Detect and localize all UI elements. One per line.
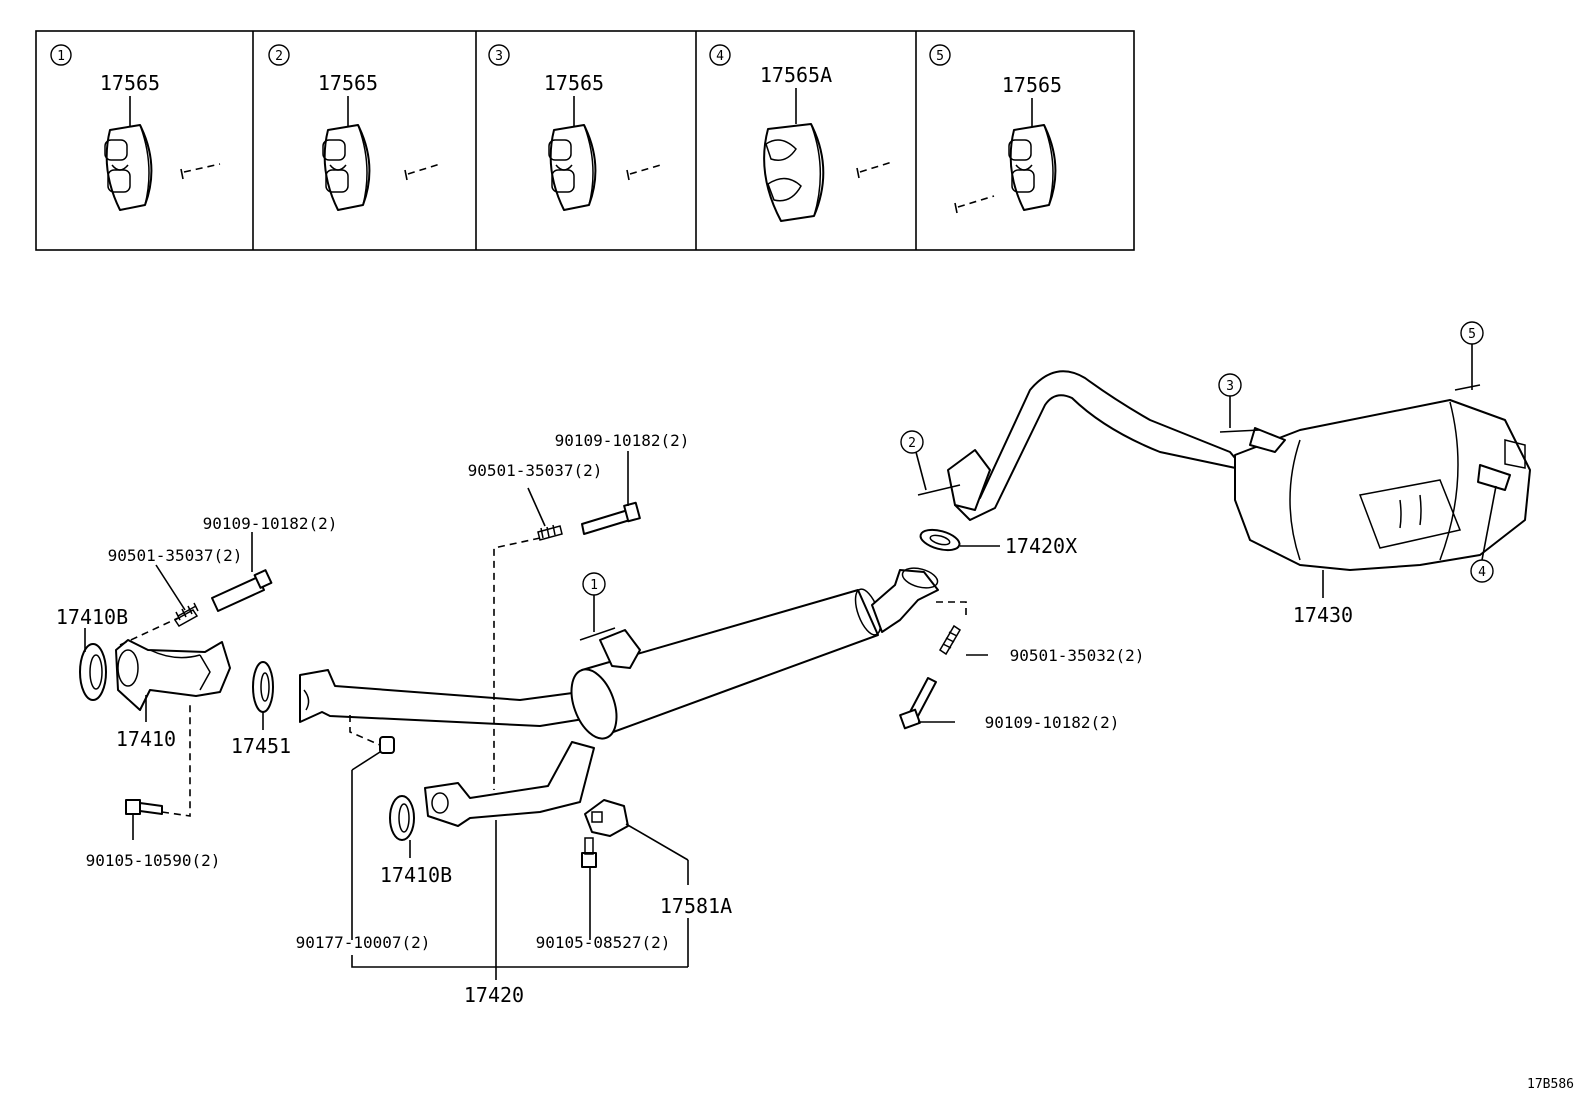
hanger-panel-2: 2 17565	[268, 44, 441, 211]
rubber-hanger-icon	[548, 124, 597, 211]
rubber-hanger-icon	[104, 124, 153, 211]
label-bolt-right: 90109-10182(2)	[985, 713, 1120, 732]
panel-index: 3	[495, 49, 503, 64]
hanger-pin-icon	[856, 161, 893, 179]
tail-muffler-assembly-17430: 17420X 2 3 4 5	[900, 321, 1531, 627]
callout-4: 4	[1478, 565, 1486, 580]
gasket-17420x	[919, 528, 961, 552]
label-17451: 17451	[231, 734, 291, 758]
panel-index: 4	[716, 49, 724, 64]
hanger-pin-icon	[404, 163, 441, 181]
label-bolt-bottom-left: 90105-10590(2)	[86, 851, 221, 870]
label-17410b-left: 17410B	[56, 605, 128, 629]
callout-2: 2	[908, 436, 916, 451]
hanger-bracket-1	[599, 629, 641, 669]
panel-part-number: 17565	[100, 71, 160, 95]
panel-index: 1	[57, 49, 65, 64]
gasket-17451	[252, 661, 274, 713]
label-17410: 17410	[116, 727, 176, 751]
panel-index: 5	[936, 49, 944, 64]
label-17420x: 17420X	[1005, 534, 1077, 558]
hanger-panel-1: 1 17565	[50, 44, 221, 211]
label-spring-left: 90501-35037(2)	[108, 546, 243, 565]
diagram-code: 17B586	[1527, 1077, 1574, 1092]
bolt-bottom-left-icon	[125, 799, 163, 815]
rubber-mount-17581a	[584, 799, 629, 837]
main-muffler-body	[570, 588, 882, 740]
bolt-icon-center	[581, 509, 631, 535]
nut-icon	[379, 736, 395, 754]
hanger-pin-icon	[180, 163, 221, 180]
center-pipe-assembly-17420: 17410B 90501-35037(2) 90109-10182(2) 901…	[296, 431, 1145, 1007]
rubber-hanger-icon	[763, 123, 825, 222]
spring-icon-right	[938, 624, 962, 656]
label-17420: 17420	[464, 983, 524, 1007]
panel-part-number: 17565	[318, 71, 378, 95]
panel-part-number: 17565A	[760, 63, 832, 87]
hanger-bracket-4	[1477, 464, 1511, 491]
bolt-bottom-center-icon	[581, 837, 597, 868]
label-bolt-bottom-center: 90105-08527(2)	[536, 933, 671, 952]
rubber-hanger-icon	[322, 124, 371, 211]
panel-part-number: 17565	[544, 71, 604, 95]
hanger-panel-strip: 1 17565 2 17565	[35, 30, 1135, 251]
hanger-bracket-3	[1249, 427, 1286, 453]
hanger-bracket-5	[1454, 384, 1481, 391]
label-17430: 17430	[1293, 603, 1353, 627]
panel-index: 2	[275, 49, 283, 64]
tail-muffler-body	[1234, 399, 1531, 571]
hanger-panel-5: 5 17565	[929, 44, 1062, 214]
callout-5: 5	[1468, 327, 1476, 342]
hanger-pin-icon	[954, 195, 995, 214]
hanger-pin-icon	[626, 163, 665, 181]
front-pipe-17410	[115, 639, 231, 711]
panel-part-number: 17565	[1002, 73, 1062, 97]
gasket-17410b-center	[389, 795, 415, 841]
center-pipe-outlet	[871, 569, 939, 633]
tail-pipe	[954, 370, 1246, 521]
center-pipe-lower	[424, 741, 595, 827]
callout-1: 1	[590, 578, 598, 593]
label-spring-right: 90501-35032(2)	[1010, 646, 1145, 665]
label-17581a: 17581A	[660, 894, 732, 918]
label-bolt-left: 90109-10182(2)	[203, 514, 338, 533]
hanger-bracket-2	[947, 449, 991, 511]
label-nut-bottom: 90177-10007(2)	[296, 933, 431, 952]
hanger-panel-4: 4 17565A	[709, 44, 893, 222]
callout-3: 3	[1226, 379, 1234, 394]
spring-icon	[173, 605, 199, 627]
hanger-panel-3: 3 17565	[488, 44, 665, 211]
label-17410b-center: 17410B	[380, 863, 452, 887]
front-pipe-group: 17410B 17410 90501-35037(2) 90109-10182(…	[56, 514, 338, 870]
label-spring-center: 90501-35037(2)	[468, 461, 603, 480]
center-pipe-upper	[299, 669, 591, 727]
rubber-hanger-icon	[1008, 124, 1057, 211]
label-bolt-center: 90109-10182(2)	[555, 431, 690, 450]
